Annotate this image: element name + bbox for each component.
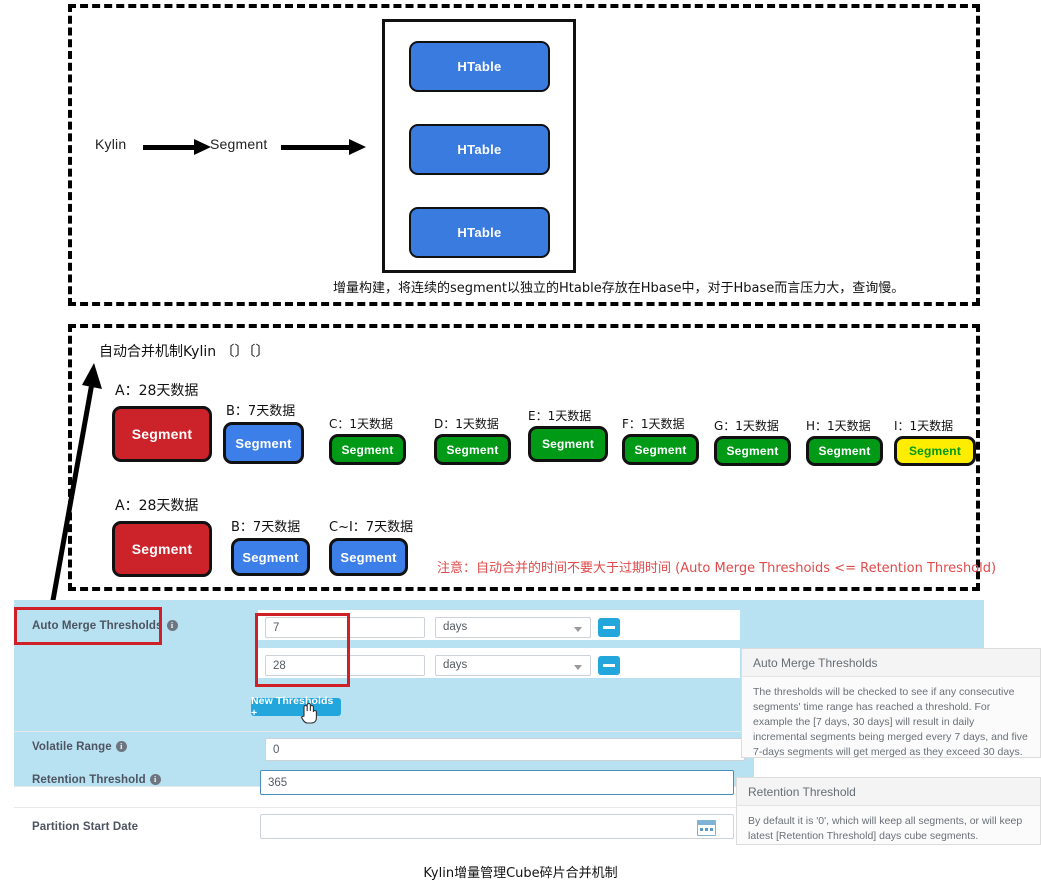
- threshold-unit-select-1[interactable]: days: [435, 617, 591, 638]
- info-icon-volatile-range[interactable]: i: [115, 741, 127, 752]
- auto-merge-note: 注意：自动合并的时间不要大于过期时间 (Auto Merge Threshoid…: [437, 561, 997, 576]
- highlight-threshold-inputs: [255, 613, 350, 687]
- segment-box: Segment: [231, 538, 310, 576]
- threshold-unit-value-2: days: [443, 659, 468, 671]
- threshold-value-input-1[interactable]: [265, 617, 425, 638]
- tooltip-retention-threshold: Retention Threshold By default it is '0'…: [736, 777, 1041, 845]
- htable-box-1: HTable: [409, 41, 550, 92]
- incremental-build-caption: 增量构建，将连续的segment以独立的Htable存放在Hbase中，对于Hb…: [333, 281, 905, 296]
- incremental-build-panel: [68, 4, 980, 306]
- calendar-icon[interactable]: [697, 820, 716, 836]
- hbase-container: HTable HTable HTable: [382, 19, 576, 273]
- htable-box-3: HTable: [409, 207, 550, 258]
- tooltip-2-body: By default it is '0', which will keep al…: [748, 815, 1023, 842]
- divider-3: [14, 807, 754, 808]
- kylin-node-label: Kylin: [95, 136, 127, 152]
- tooltip-1-title: Auto Merge Thresholds: [742, 649, 1040, 677]
- tooltip-1-body: The thresholds will be checked to see if…: [753, 686, 1028, 758]
- segment-node-label: Segment: [210, 136, 268, 152]
- segment-label: A：28天数据: [115, 383, 199, 399]
- segment-label: C~I：7天数据: [329, 520, 414, 535]
- segment-box: Segment: [434, 434, 511, 465]
- volatile-range-label-text: Volatile Range: [32, 741, 112, 753]
- segment-box: Segment: [329, 538, 408, 576]
- segment-box: Segment: [329, 434, 406, 465]
- tooltip-auto-merge-thresholds: Auto Merge Thresholds The thresholds wil…: [741, 648, 1041, 758]
- threshold-unit-select-2[interactable]: days: [435, 655, 591, 676]
- volatile-range-input[interactable]: [265, 738, 745, 761]
- segment-label: D：1天数据: [434, 417, 499, 431]
- chevron-down-icon-1: [574, 627, 582, 632]
- segment-box: Segment: [806, 436, 883, 466]
- retention-threshold-input[interactable]: [260, 770, 734, 795]
- htable-box-2: HTable: [409, 124, 550, 175]
- info-icon-auto-merge[interactable]: i: [166, 620, 178, 631]
- auto-merge-panel-title: 自动合并机制Kylin 〔〕〔〕: [99, 344, 270, 360]
- segment-box: Segment: [622, 434, 699, 465]
- auto-merge-thresholds-label-text: Auto Merge Thresholds: [32, 620, 163, 632]
- segment-label: I：1天数据: [894, 419, 954, 433]
- segment-label: B：7天数据: [226, 404, 296, 419]
- chevron-down-icon-2: [574, 665, 582, 670]
- remove-threshold-button-2[interactable]: [598, 656, 620, 675]
- divider-1: [14, 731, 984, 732]
- highlight-auto-merge-label: [14, 607, 162, 645]
- threshold-unit-value-1: days: [443, 621, 468, 633]
- segment-label: G：1天数据: [714, 419, 779, 433]
- remove-threshold-button-1[interactable]: [598, 618, 620, 637]
- segment-label: H：1天数据: [806, 419, 871, 433]
- segment-box: Segment: [894, 436, 976, 466]
- segment-box: Segment: [714, 436, 791, 466]
- partition-start-date-label: Partition Start Date: [32, 821, 139, 833]
- segment-label: E：1天数据: [528, 409, 592, 423]
- segment-label: B：7天数据: [231, 520, 301, 535]
- new-thresholds-button[interactable]: New Thresholds +: [251, 695, 341, 719]
- threshold-value-input-2[interactable]: [265, 655, 425, 676]
- segment-label: C：1天数据: [329, 417, 394, 431]
- partition-start-date-input[interactable]: [260, 814, 734, 839]
- segment-label: F：1天数据: [622, 417, 685, 431]
- segment-label: A：28天数据: [115, 498, 199, 514]
- tooltip-2-title: Retention Threshold: [737, 778, 1040, 806]
- figure-caption: Kylin增量管理Cube碎片合并机制: [423, 866, 618, 881]
- arrow-form-to-panel: [47, 363, 102, 618]
- auto-merge-panel: [68, 324, 980, 591]
- segment-box: Segment: [528, 426, 608, 462]
- retention-threshold-label-text: Retention Threshold: [32, 774, 146, 786]
- mouse-cursor-pointer-icon: [300, 702, 317, 724]
- segment-box: Segment: [112, 406, 212, 462]
- info-icon-retention[interactable]: i: [149, 774, 161, 785]
- segment-box: Segment: [223, 422, 304, 464]
- segment-box: Segment: [112, 521, 212, 577]
